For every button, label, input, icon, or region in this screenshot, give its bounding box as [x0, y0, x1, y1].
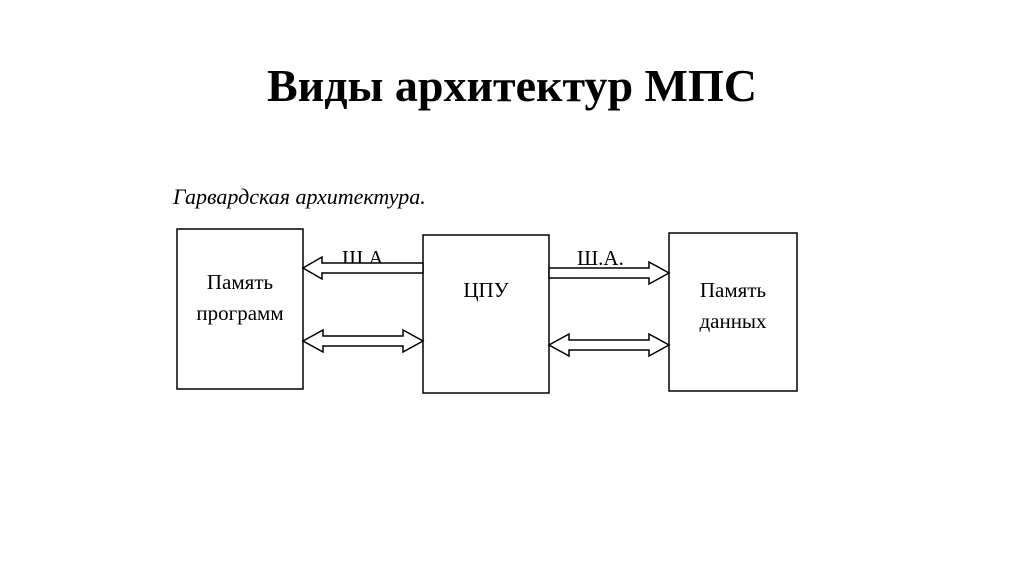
slide-title: Виды архитектур МПС	[267, 60, 757, 111]
right-data-bus-arrow	[547, 332, 671, 358]
data-memory-block	[668, 232, 798, 392]
data-memory-label-line2: данных	[699, 309, 767, 333]
right-address-bus-label: Ш.А.	[577, 246, 624, 270]
cpu-block	[422, 234, 550, 394]
program-memory-label-line1: Память	[207, 270, 273, 294]
left-data-bus-arrow	[301, 328, 425, 354]
cpu-label: ЦПУ	[463, 278, 508, 302]
program-memory-label-line2: программ	[196, 301, 283, 325]
program-memory-block	[176, 228, 304, 390]
diagram-subtitle: Гарвардская архитектура.	[173, 184, 426, 209]
left-address-bus-arrow	[301, 255, 424, 281]
data-memory-label-line1: Память	[700, 278, 766, 302]
right-address-bus-arrow-shape	[548, 260, 671, 286]
